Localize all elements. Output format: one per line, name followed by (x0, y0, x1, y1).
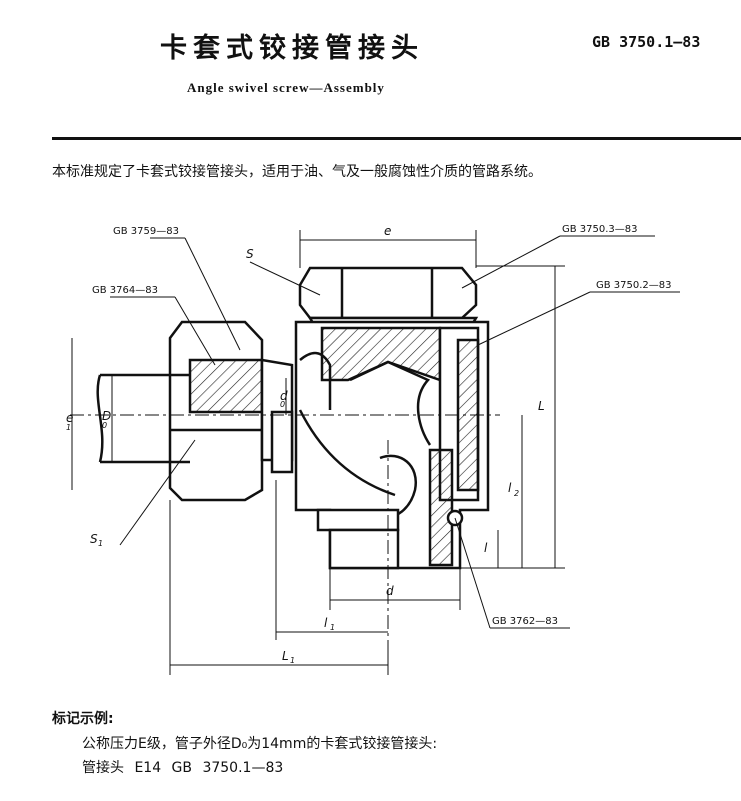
header-rule (52, 137, 741, 140)
ferrule-nut (168, 320, 294, 502)
example-description: 公称压力E级，管子外径D₀为14mm的卡套式铰接管接头: (82, 736, 438, 752)
dim-s1: S (90, 532, 98, 546)
dim-d: d (386, 584, 394, 598)
title-en: Angle swivel screw—Assembly (187, 80, 385, 95)
dim-d0-big: D (102, 409, 111, 423)
standard-number: GB 3750.1—83 (592, 33, 701, 51)
dim-l1: l (324, 616, 328, 630)
dimension-lines (71, 230, 680, 675)
callout-gb-3762: GB 3762—83 (492, 616, 558, 627)
dim-e1: e (66, 411, 73, 425)
dim-l2-sub: 2 (514, 489, 519, 498)
callout-gb-3750-2: GB 3750.2—83 (596, 280, 672, 291)
dim-l1-sub: 1 (330, 623, 335, 632)
dim-d0-big-sub: 0 (102, 421, 107, 430)
example-marking: 管接头 E14 GB 3750.1—83 (82, 760, 284, 776)
pipe (96, 373, 190, 464)
dim-e1-sub: 1 (66, 423, 71, 432)
dim-l: l (484, 541, 488, 555)
bolt-head (298, 266, 479, 330)
dim-l-total: L (538, 399, 545, 413)
title-cn: 卡套式铰接管接头 (160, 33, 424, 64)
example-heading: 标记示例: (52, 711, 114, 727)
dim-d0-small-sub: 0 (280, 400, 285, 409)
dim-d0-small: d (280, 389, 288, 403)
callout-gb-3764: GB 3764—83 (92, 285, 158, 296)
dim-s: S (246, 247, 254, 261)
dim-e: e (384, 224, 391, 238)
dim-L1-sub: 1 (290, 656, 295, 665)
dim-l2: l (508, 481, 512, 495)
assembly-drawing: GB 3759—83 GB 3764—83 GB 3750.3—83 GB 37… (66, 224, 680, 675)
callout-gb-3759: GB 3759—83 (113, 226, 179, 237)
intro-paragraph: 本标准规定了卡套式铰接管接头，适用于油、气及一般腐蚀性介质的管路系统。 (52, 164, 542, 180)
dim-L1: L (282, 649, 289, 663)
joint-body (294, 320, 490, 570)
callout-gb-3750-3: GB 3750.3—83 (562, 224, 638, 235)
dim-s1-sub: 1 (98, 539, 103, 548)
